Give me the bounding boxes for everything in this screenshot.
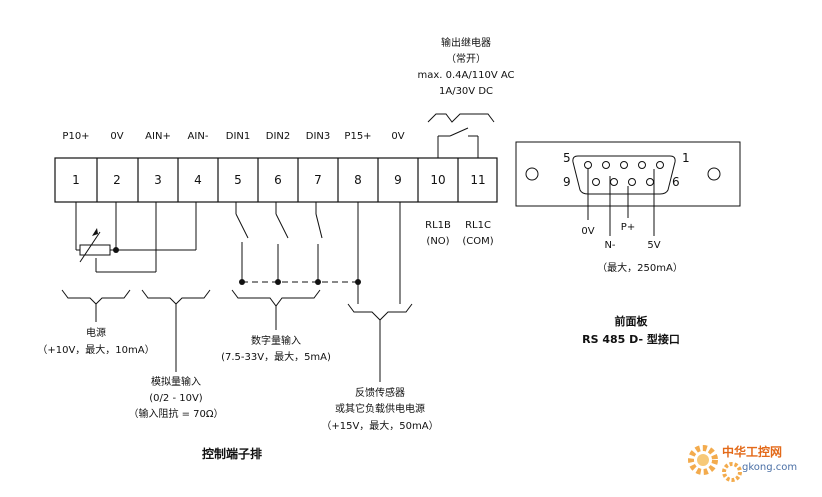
terminal-label: DIN3	[305, 131, 331, 142]
feedback-spec: （+15V，最大，50mA）	[321, 421, 439, 432]
terminal-number: 3	[154, 173, 162, 187]
terminal-number: 6	[274, 173, 282, 187]
rl1c-label: RL1C	[465, 220, 491, 231]
feedback-subtitle: 或其它负载供电电源	[335, 404, 425, 415]
relay-contact-symbol	[427, 113, 495, 158]
analog-range: (0/2 - 10V)	[149, 393, 203, 404]
terminal-label: AIN-	[187, 131, 209, 142]
watermark-url: gkong.com	[742, 462, 798, 473]
feedback-title: 反馈传感器	[355, 388, 405, 399]
pin-5v-label: 5V	[647, 240, 661, 251]
relay-rating-ac: max. 0.4A/110V AC	[417, 70, 515, 81]
terminal-label: DIN1	[225, 131, 251, 142]
relay-title: 输出继电器	[441, 38, 491, 49]
power-title: 电源	[86, 328, 106, 339]
wiper-arrow	[92, 228, 98, 236]
rs485-subtitle: RS 485 D- 型接口	[582, 333, 680, 346]
digital-title: 数字量输入	[251, 336, 301, 347]
power-spec: （+10V，最大，10mA）	[37, 345, 155, 356]
front-panel-title: 前面板	[614, 315, 648, 328]
terminal-number: 2	[113, 173, 121, 187]
pin-n-label: N-	[604, 240, 616, 251]
terminal-number: 5	[234, 173, 242, 187]
terminal-label: 0V	[110, 131, 124, 142]
potentiometer-wiring	[75, 202, 197, 273]
front-panel-outline	[515, 141, 741, 207]
terminal-label: P15+	[344, 131, 372, 142]
analog-title: 模拟量输入	[151, 377, 201, 388]
connector-spec: （最大，250mA）	[597, 263, 683, 274]
watermark-brand: 中华工控网	[722, 445, 783, 459]
pin-p-label: P+	[620, 222, 636, 233]
pin-number-5: 5	[563, 151, 571, 165]
pin-number-9: 9	[563, 175, 571, 189]
pin-0v-label: 0V	[581, 226, 595, 237]
group-braces	[61, 289, 413, 382]
analog-impedance: （输入阻抗 = 70Ω）	[128, 409, 224, 420]
terminal-number: 1	[72, 173, 80, 187]
rl1b-label: RL1B	[425, 220, 451, 231]
relay-rating-dc: 1A/30V DC	[439, 86, 493, 97]
pin-number-6: 6	[672, 175, 680, 189]
rl1c-sub-label: (COM)	[462, 236, 494, 247]
terminal-number: 9	[394, 173, 402, 187]
digital-spec: (7.5-33V，最大，5mA)	[221, 352, 331, 363]
terminal-number: 4	[194, 173, 202, 187]
rl1b-sub-label: (NO)	[426, 236, 450, 247]
relay-state: （常开）	[446, 54, 486, 65]
terminal-number: 7	[314, 173, 322, 187]
digital-switches	[235, 202, 401, 304]
terminal-label: P10+	[62, 131, 90, 142]
terminal-number: 11	[470, 173, 486, 187]
terminal-number: 8	[354, 173, 362, 187]
terminal-number: 10	[430, 173, 446, 187]
strip-title: 控制端子排	[201, 447, 263, 461]
terminal-label: DIN2	[265, 131, 291, 142]
terminal-label: AIN+	[145, 131, 171, 142]
terminal-label: 0V	[391, 131, 405, 142]
pin-number-1: 1	[682, 151, 690, 165]
